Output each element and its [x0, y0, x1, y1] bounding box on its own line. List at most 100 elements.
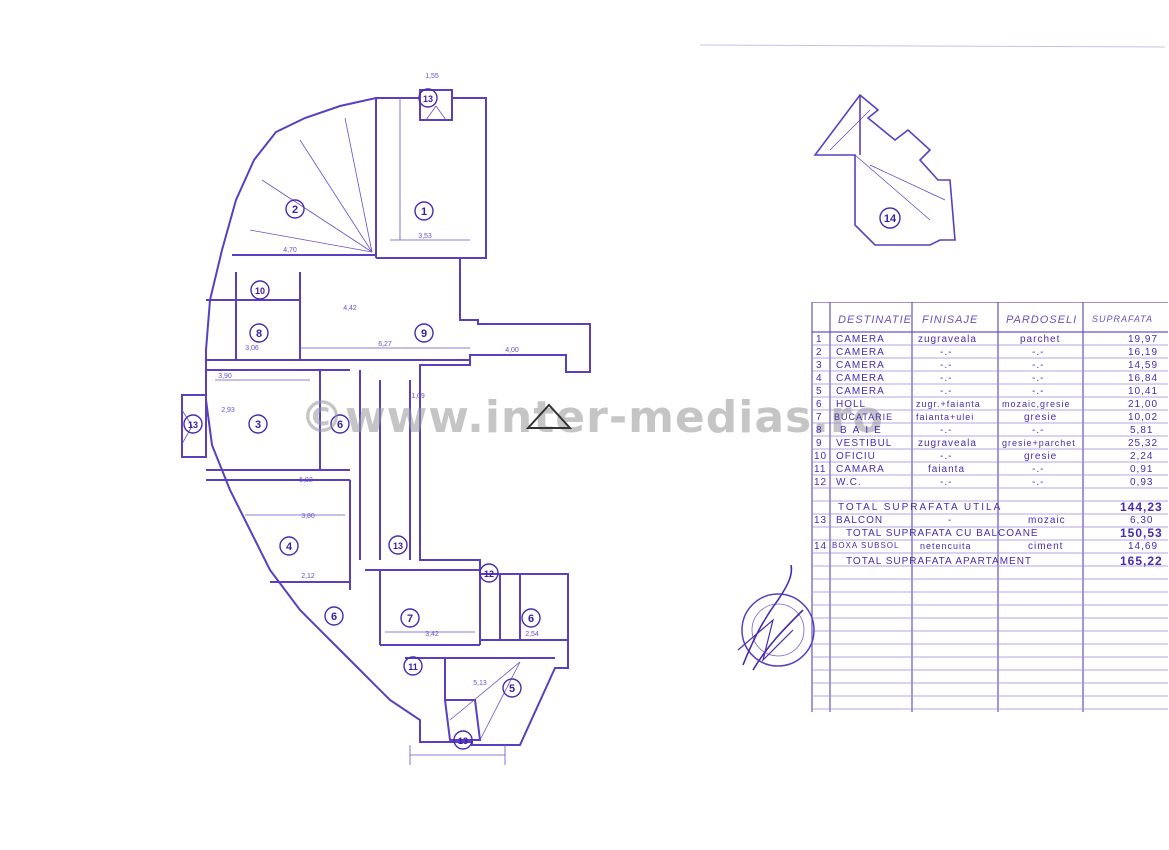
row-finisaje: faianta: [928, 464, 966, 475]
row-nr: 2: [816, 347, 823, 358]
row-pardoseli: parchet: [1020, 334, 1061, 345]
row-dest: BALCON: [836, 515, 884, 526]
row-pardoseli: gresie: [1024, 412, 1058, 423]
row-pardoseli: -.-: [1032, 386, 1045, 397]
row-nr: 12: [814, 477, 828, 488]
row-dest: BOXA SUBSOL: [832, 541, 900, 550]
row-suprafata: 10,02: [1128, 412, 1159, 423]
dim-label: 2,54: [525, 631, 539, 638]
row-dest: OFICIU: [836, 451, 876, 462]
row-nr: 14: [814, 541, 828, 552]
row-nr: 13: [814, 515, 828, 526]
room-label-10: 10: [255, 286, 265, 296]
room-label-8: 8: [256, 328, 262, 340]
header-destinatie: DESTINATIE: [838, 314, 912, 326]
row-pardoseli: -.-: [1032, 347, 1045, 358]
dim-label: 3,06: [245, 345, 259, 352]
row-dest: W.C.: [836, 477, 862, 488]
row-suprafata: 19,97: [1128, 334, 1159, 345]
room-label-3: 3: [255, 419, 261, 431]
row-suprafata: 14,69: [1128, 541, 1159, 552]
watermark-text: ©www.inter-medias.ro: [300, 392, 884, 443]
dim-label: 5,13: [473, 680, 487, 687]
row-pardoseli: mozaic,gresie: [1002, 399, 1071, 409]
row-finisaje: faianta+ulei: [916, 412, 975, 422]
row-finisaje: -.-: [940, 386, 953, 397]
row-pardoseli: -.-: [1032, 360, 1045, 371]
row-pardoseli: -.-: [1032, 373, 1045, 384]
row-dest: CAMERA: [836, 334, 885, 345]
row-dest: CAMERA: [836, 360, 885, 371]
dim-label: 3,90: [218, 373, 232, 380]
dim-label: 3,80: [301, 513, 315, 520]
row-suprafata: 0,91: [1130, 464, 1154, 475]
dim-label: 3,42: [425, 631, 439, 638]
row-nr: 7: [816, 412, 823, 423]
row-finisaje: -.-: [940, 347, 953, 358]
row-finisaje: zugraveala: [918, 334, 977, 345]
dim-label: 6,27: [378, 341, 392, 348]
row-nr: 9: [816, 438, 823, 449]
row-pardoseli: mozaic: [1028, 515, 1066, 526]
room-label-7: 7: [407, 613, 413, 625]
dim-label: 4,70: [283, 247, 297, 254]
room-label-1: 1: [421, 206, 427, 218]
row-suprafata: 0,93: [1130, 477, 1154, 488]
room-label-5: 5: [509, 683, 515, 695]
row-dest: BUCATARIE: [834, 412, 894, 422]
room-label-4: 4: [286, 541, 293, 553]
row-dest: CAMERA: [836, 373, 885, 384]
room-label-14: 14: [884, 213, 897, 225]
row-finisaje: -: [948, 515, 953, 526]
dim-label: 2,12: [301, 573, 315, 580]
row-finisaje: -.-: [940, 373, 953, 384]
row-suprafata: 14,59: [1128, 360, 1159, 371]
dim-label: 4,00: [505, 347, 519, 354]
official-stamp-icon: [737, 564, 815, 671]
row-suprafata: 6,30: [1130, 515, 1154, 526]
watermark-logo-icon: [526, 403, 572, 429]
row-nr: 5: [816, 386, 823, 397]
row-dest: VESTIBUL: [836, 438, 893, 449]
room-label-9: 9: [421, 328, 427, 340]
header-finisaje: FINISAJE: [922, 314, 979, 326]
row-finisaje: netencuita: [920, 541, 972, 551]
dim-label: 4,42: [343, 305, 357, 312]
row-suprafata: 10,41: [1128, 386, 1159, 397]
row-suprafata: 25,32: [1128, 438, 1159, 449]
row-suprafata: 16,84: [1128, 373, 1159, 384]
row-nr: 3: [816, 360, 823, 371]
total-util-label: TOTAL SUPRAFATA UTILA: [838, 502, 1003, 513]
row-dest: BAIE: [840, 425, 887, 436]
area-table: DESTINATIE FINISAJE PARDOSELI SUPRAFATA …: [810, 302, 1168, 712]
total-apartament-value: 165,22: [1120, 554, 1163, 568]
total-balcon-label: TOTAL SUPRAFATA CU BALCOANE: [846, 528, 1039, 539]
row-dest: HOLL: [836, 399, 867, 410]
dim-label: 5,92: [299, 477, 313, 484]
total-balcon-value: 150,53: [1120, 526, 1163, 540]
dim-label: 2,93: [221, 407, 235, 414]
room-label-2: 2: [292, 204, 298, 216]
row-pardoseli: ciment: [1028, 541, 1064, 552]
row-pardoseli: gresie+parchet: [1002, 438, 1076, 448]
header-pardoseli: PARDOSELI: [1006, 314, 1078, 326]
row-pardoseli: -.-: [1032, 464, 1045, 475]
row-finisaje: -.-: [940, 360, 953, 371]
row-nr: 8: [816, 425, 823, 436]
row-dest: CAMERA: [836, 347, 885, 358]
row-nr: 4: [816, 373, 823, 384]
row-suprafata: 16,19: [1128, 347, 1159, 358]
row-suprafata: 21,00: [1128, 399, 1159, 410]
row-dest: CAMERA: [836, 386, 885, 397]
room-label-13d: 13: [458, 736, 468, 746]
row-pardoseli: -.-: [1032, 477, 1045, 488]
row-finisaje: -.-: [940, 451, 953, 462]
row-finisaje: -.-: [940, 477, 953, 488]
row-nr: 1: [816, 334, 823, 345]
room-label-6a: 6: [337, 419, 343, 431]
room-label-13a: 13: [423, 94, 433, 104]
room-label-6c: 6: [528, 613, 534, 625]
row-pardoseli: -.-: [1032, 425, 1045, 436]
total-apartament-label: TOTAL SUPRAFATA APARTAMENT: [846, 556, 1033, 567]
